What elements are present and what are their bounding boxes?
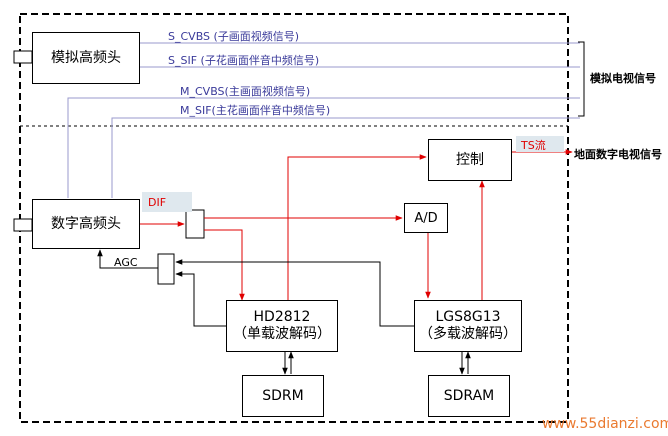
dif-tag-background	[142, 192, 192, 212]
analog-output-brace	[578, 41, 585, 117]
dif-to-hd2812-line	[204, 229, 245, 301]
lgs-agc-line	[175, 259, 414, 327]
sdram-block: SDRAM	[428, 375, 510, 417]
lgs8g13-block: LGS8G13 （多载波解码）	[414, 300, 522, 352]
analog-antenna-stub	[13, 50, 33, 64]
dif-label: DIF	[148, 196, 167, 209]
sdram-label: SDRAM	[443, 387, 495, 404]
ts-stream-label: TS流	[521, 139, 546, 152]
m-sif-label: M_SIF(主花画面伴音中频信号)	[180, 104, 331, 117]
hd2812-block: HD2812 （单载波解码）	[226, 300, 338, 352]
s-sif-label: S_SIF (子花画面伴音中频信号)	[168, 54, 320, 67]
hd2812-to-control-line	[287, 154, 427, 300]
digital-tuner-label: 数字高频头	[51, 215, 121, 232]
agc-to-tuner-line	[97, 249, 158, 269]
sdrm-block: SDRM	[242, 375, 324, 417]
ad-label: A/D	[414, 210, 438, 226]
digital-antenna-stub	[13, 218, 33, 232]
digital-tuner-block: 数字高频头	[32, 199, 140, 249]
lgs8g13-name: LGS8G13	[435, 309, 501, 325]
sdrm-label: SDRM	[262, 387, 304, 404]
lgs8g13-description: （多载波解码）	[419, 326, 517, 342]
hd2812-name: HD2812	[253, 309, 311, 325]
agc-selector	[157, 253, 175, 285]
hd2812-agc-line	[175, 271, 226, 327]
signal-splitter	[185, 209, 205, 239]
analog-tuner-label: 模拟高频头	[51, 49, 121, 66]
watermark: www.55dianzi.com	[542, 416, 668, 432]
analog-tv-output-label: 模拟电视信号	[590, 72, 656, 85]
hd2812-description: （单载波解码）	[233, 326, 331, 342]
ts-tag-background	[516, 136, 564, 152]
agc-label: AGC	[114, 256, 138, 269]
m-cvbs-label: M_CVBS(主画面视频信号)	[180, 85, 311, 98]
digital-tv-output-label: 地面数字电视信号	[574, 148, 662, 161]
control-label: 控制	[456, 151, 484, 168]
analog-tuner-block: 模拟高频头	[32, 32, 140, 84]
control-block: 控制	[428, 139, 512, 181]
outer-dashed-frame	[19, 13, 569, 423]
m-sif-line	[111, 117, 580, 198]
ad-block: A/D	[404, 203, 448, 233]
s-cvbs-label: S_CVBS (子画面视频信号)	[168, 30, 300, 43]
m-cvbs-line	[67, 97, 580, 198]
